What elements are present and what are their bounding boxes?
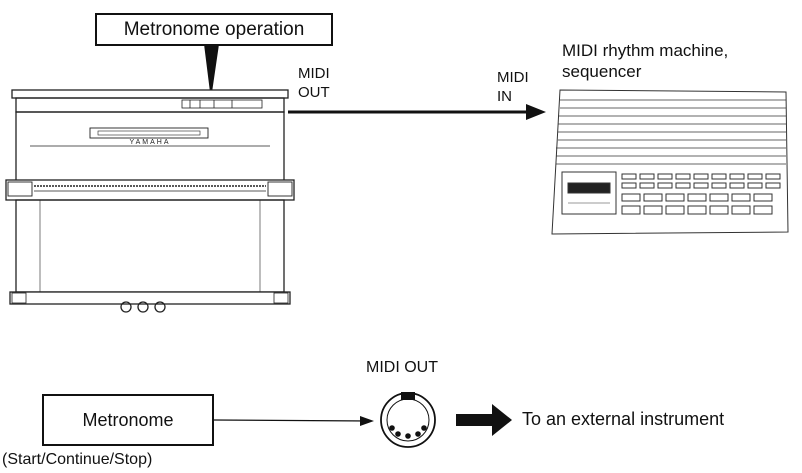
destination-label: To an external instrument <box>522 409 725 429</box>
metronome-to-jack-arrow <box>213 416 374 426</box>
upright-piano-illustration <box>5 89 295 313</box>
device-label-line2: sequencer <box>562 62 642 81</box>
piano-brand-text: YAMAHA <box>129 139 170 146</box>
callout-label: Metronome operation <box>123 18 305 40</box>
midi-out-label-line1: MIDI <box>298 65 330 82</box>
midi-out-jack-label: MIDI OUT <box>366 359 438 376</box>
callout-pointer <box>204 45 219 95</box>
midi-out-label: MIDI OUT <box>298 64 330 102</box>
rhythm-machine-illustration <box>551 89 789 235</box>
metronome-operation-callout: Metronome operation <box>95 13 333 46</box>
metronome-sub-label: (Start/Continue/Stop) <box>2 451 153 468</box>
midi-in-label: MIDI IN <box>497 68 529 106</box>
midi-cable-arrow <box>288 104 546 120</box>
midi-in-label-line1: MIDI <box>497 69 529 86</box>
device-label: MIDI rhythm machine, sequencer <box>562 40 728 82</box>
metronome-box: Metronome <box>42 394 214 446</box>
device-label-line1: MIDI rhythm machine, <box>562 41 729 60</box>
midi-out-label-line2: OUT <box>298 84 330 101</box>
midi-in-label-line2: IN <box>497 88 512 105</box>
metronome-label: Metronome <box>82 409 174 430</box>
to-external-arrow <box>456 404 512 436</box>
midi-out-jack-icon <box>380 392 436 448</box>
